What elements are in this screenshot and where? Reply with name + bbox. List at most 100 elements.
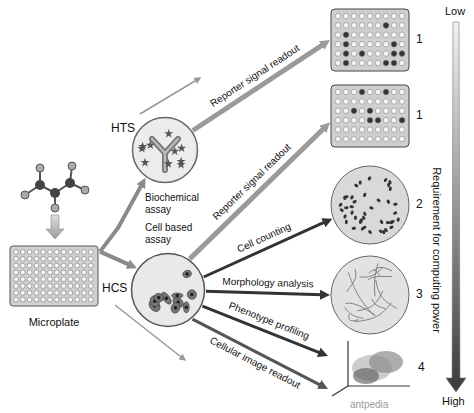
plate-well bbox=[391, 32, 397, 38]
plate-well bbox=[351, 60, 357, 66]
cell-dot bbox=[367, 229, 372, 234]
plate-well bbox=[20, 277, 25, 282]
plate-well bbox=[34, 290, 39, 295]
cell-dot bbox=[352, 200, 357, 204]
cell-body bbox=[186, 289, 197, 300]
ligand-star bbox=[164, 159, 173, 168]
plate-well bbox=[359, 32, 365, 38]
plate-well bbox=[41, 263, 46, 268]
cell-dot bbox=[379, 219, 384, 224]
plate-well bbox=[359, 136, 365, 142]
plot-axis bbox=[332, 386, 348, 396]
plate-well bbox=[82, 256, 87, 261]
cell-dot bbox=[362, 192, 367, 197]
plate-well bbox=[351, 13, 357, 19]
plate-well bbox=[41, 284, 46, 289]
plate-well bbox=[383, 99, 389, 105]
node-art bbox=[330, 8, 410, 72]
plate-well bbox=[68, 277, 73, 282]
dish-body bbox=[331, 166, 409, 244]
plate-well bbox=[75, 250, 80, 255]
cell-dot bbox=[339, 208, 344, 213]
plate-body bbox=[331, 85, 409, 147]
cell-dot bbox=[362, 225, 367, 230]
plate-well bbox=[359, 108, 365, 114]
plate-well bbox=[75, 270, 80, 275]
cell-dot bbox=[383, 177, 388, 182]
plate-well bbox=[399, 136, 405, 142]
plate-well bbox=[383, 127, 389, 133]
cell-shape bbox=[182, 269, 192, 278]
assay-circle: HTS bbox=[131, 116, 199, 184]
molecule-atom bbox=[51, 204, 59, 212]
plate-well bbox=[14, 277, 19, 282]
scale-arrow bbox=[446, 22, 466, 392]
plate-well bbox=[351, 99, 357, 105]
plate-well bbox=[367, 41, 373, 47]
molecule-atom bbox=[50, 188, 60, 198]
plate-well bbox=[391, 41, 397, 47]
cell-network bbox=[375, 263, 378, 296]
plate-well bbox=[343, 89, 349, 95]
plate-well bbox=[54, 297, 59, 302]
plate-well bbox=[61, 250, 66, 255]
plate-well bbox=[351, 136, 357, 142]
plate-well bbox=[359, 51, 365, 57]
plate-well bbox=[75, 263, 80, 268]
plate-well bbox=[383, 51, 389, 57]
plate-well bbox=[351, 108, 357, 114]
plate-well bbox=[54, 277, 59, 282]
plate-well bbox=[75, 277, 80, 282]
microplate-node: Microplate bbox=[8, 242, 100, 338]
plate-well bbox=[88, 250, 93, 255]
plate-well bbox=[27, 297, 32, 302]
molecule-atom bbox=[21, 191, 29, 199]
plate-well bbox=[82, 250, 87, 255]
plate-well bbox=[335, 51, 341, 57]
watermark: antpedia bbox=[350, 399, 388, 411]
plate-well bbox=[68, 297, 73, 302]
plate-well bbox=[48, 263, 53, 268]
plate-well bbox=[88, 263, 93, 268]
plate-well bbox=[27, 284, 32, 289]
plate-well bbox=[61, 263, 66, 268]
node-art bbox=[130, 252, 206, 328]
plate-well bbox=[48, 290, 53, 295]
plate-well bbox=[75, 256, 80, 261]
plate-well bbox=[61, 256, 66, 261]
cell-shape bbox=[172, 293, 183, 298]
plate-well bbox=[399, 13, 405, 19]
edge-label: Morphology analysis bbox=[222, 275, 315, 290]
plate-well bbox=[383, 60, 389, 66]
plate-well bbox=[375, 136, 381, 142]
plate-well bbox=[88, 297, 93, 302]
node-label: Microplate bbox=[8, 316, 100, 329]
plate-well bbox=[27, 263, 32, 268]
plate-well bbox=[27, 270, 32, 275]
cell-dot bbox=[354, 216, 357, 220]
antibody-symbol bbox=[152, 139, 178, 170]
plate-well bbox=[68, 290, 73, 295]
plate-well bbox=[343, 108, 349, 114]
plate-well bbox=[41, 250, 46, 255]
cell-nucleus bbox=[157, 296, 161, 300]
plate-well bbox=[351, 32, 357, 38]
plate-well bbox=[14, 250, 19, 255]
antibody-symbol bbox=[152, 139, 178, 170]
cell-dot bbox=[343, 214, 347, 219]
flow-arrow bbox=[100, 185, 142, 252]
plate-well bbox=[34, 284, 39, 289]
plate-well bbox=[20, 297, 25, 302]
plate-well bbox=[82, 297, 87, 302]
plate-well bbox=[61, 297, 66, 302]
plate-well bbox=[343, 117, 349, 123]
plate-well bbox=[391, 136, 397, 142]
plate-well bbox=[14, 297, 19, 302]
cell-dot bbox=[354, 183, 359, 188]
plate-well bbox=[34, 297, 39, 302]
cell-network bbox=[372, 299, 385, 309]
cell-dot bbox=[344, 206, 349, 210]
node-label: HTS bbox=[111, 122, 135, 136]
plate-well bbox=[54, 250, 59, 255]
cell-network bbox=[345, 307, 364, 318]
